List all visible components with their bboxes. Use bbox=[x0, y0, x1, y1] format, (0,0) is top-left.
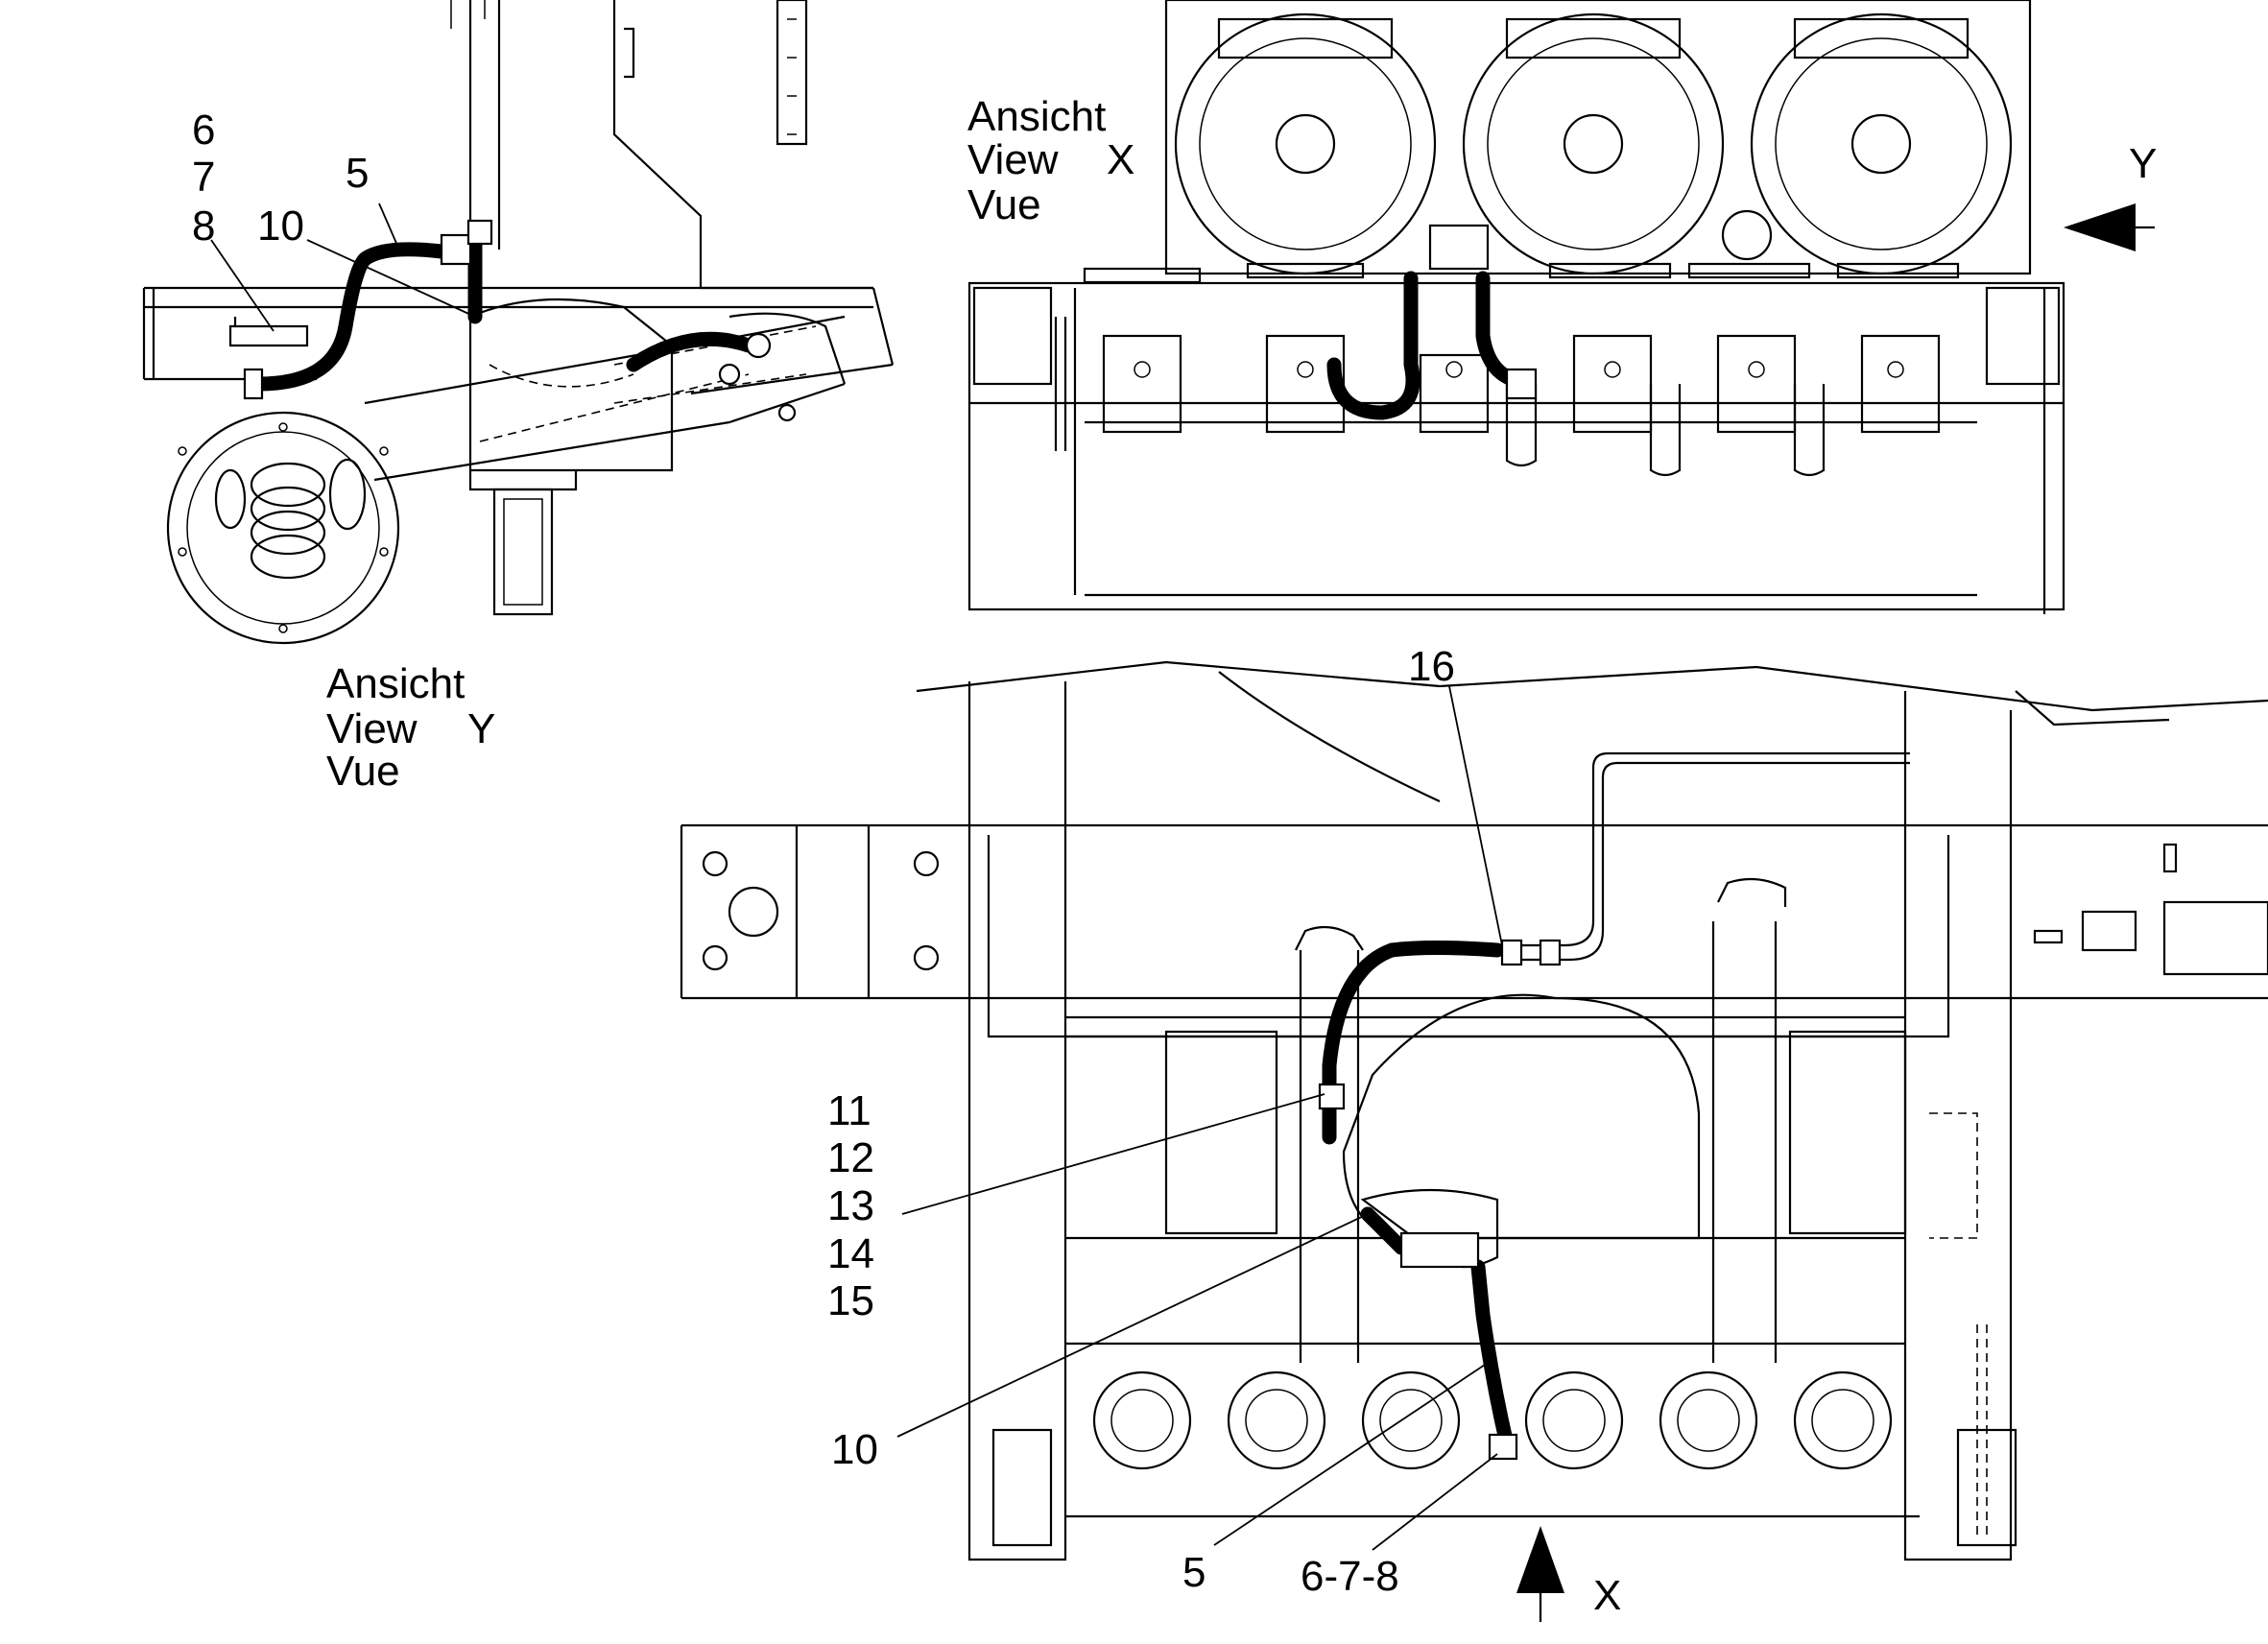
view-y-arrow bbox=[2064, 203, 2155, 251]
callout-16: 16 bbox=[1408, 643, 1455, 690]
view-x-letter: X bbox=[1107, 136, 1134, 183]
arrow-x-letter: X bbox=[1593, 1572, 1621, 1619]
side-view-callouts: 6 7 8 5 10 bbox=[192, 107, 369, 250]
callout-10-plan: 10 bbox=[831, 1426, 878, 1473]
callout-12: 12 bbox=[827, 1134, 874, 1181]
callout-6-side: 6 bbox=[192, 107, 215, 154]
callout-14: 14 bbox=[827, 1230, 874, 1277]
view-y-line2: View bbox=[326, 705, 418, 752]
callout-13: 13 bbox=[827, 1182, 874, 1229]
callout-11: 11 bbox=[827, 1087, 871, 1134]
view-y-line1: Ansicht bbox=[326, 660, 465, 707]
view-x-line2: View bbox=[967, 136, 1059, 183]
view-x-arrow bbox=[1516, 1526, 1564, 1622]
view-y-letter: Y bbox=[467, 705, 495, 752]
view-x-line3: Vue bbox=[967, 181, 1041, 228]
front-view-x bbox=[967, 0, 2065, 614]
view-y-line3: Vue bbox=[326, 748, 400, 795]
callout-6-7-8-plan: 6-7-8 bbox=[1301, 1553, 1399, 1600]
callout-10-side: 10 bbox=[257, 203, 304, 250]
arrow-y-letter: Y bbox=[2129, 140, 2157, 187]
plan-view-callouts: 16 11 12 13 14 15 10 5 6-7-8 bbox=[827, 643, 1455, 1600]
callout-5-side: 5 bbox=[346, 150, 369, 197]
view-x-line1: Ansicht bbox=[967, 93, 1106, 140]
callout-5-plan: 5 bbox=[1182, 1549, 1206, 1596]
callout-7-side: 7 bbox=[192, 154, 215, 201]
leader-lines bbox=[210, 203, 1503, 1551]
callout-8-side: 8 bbox=[192, 203, 215, 250]
plan-view bbox=[680, 660, 2268, 1561]
callout-15: 15 bbox=[827, 1277, 874, 1324]
view-x-caption: Ansicht View Vue X bbox=[967, 93, 1134, 228]
side-view-y bbox=[142, 0, 895, 645]
view-y-caption: Ansicht View Vue Y bbox=[326, 660, 495, 795]
